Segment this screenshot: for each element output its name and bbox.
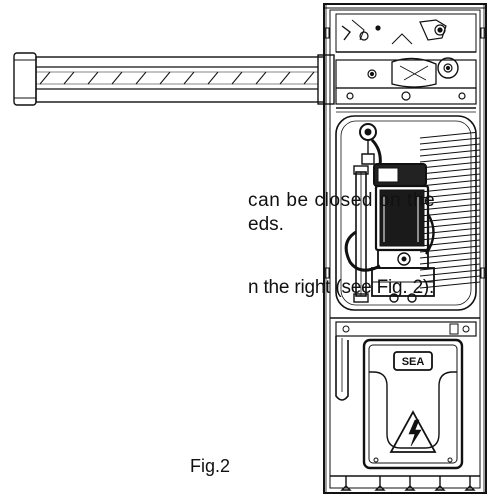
brand-logo: SEA xyxy=(402,356,425,368)
barrier-cabinet xyxy=(323,3,487,494)
motor-compartment xyxy=(335,115,477,311)
body-text-line-2: eds. xyxy=(248,214,284,235)
boom-arm xyxy=(13,52,335,106)
gear-motor xyxy=(344,123,435,303)
figure-caption: Fig.2 xyxy=(190,456,231,476)
top-mechanism xyxy=(335,13,477,113)
body-text-line-1: can be closed on the xyxy=(248,190,436,211)
control-compartment xyxy=(330,317,480,491)
base-bolts xyxy=(340,476,476,491)
boom-stripes xyxy=(39,71,315,85)
boom-end-cap xyxy=(13,52,37,106)
boom-tube xyxy=(35,56,325,103)
body-text-line-3: n the right (see Fig. 2). xyxy=(248,277,435,298)
